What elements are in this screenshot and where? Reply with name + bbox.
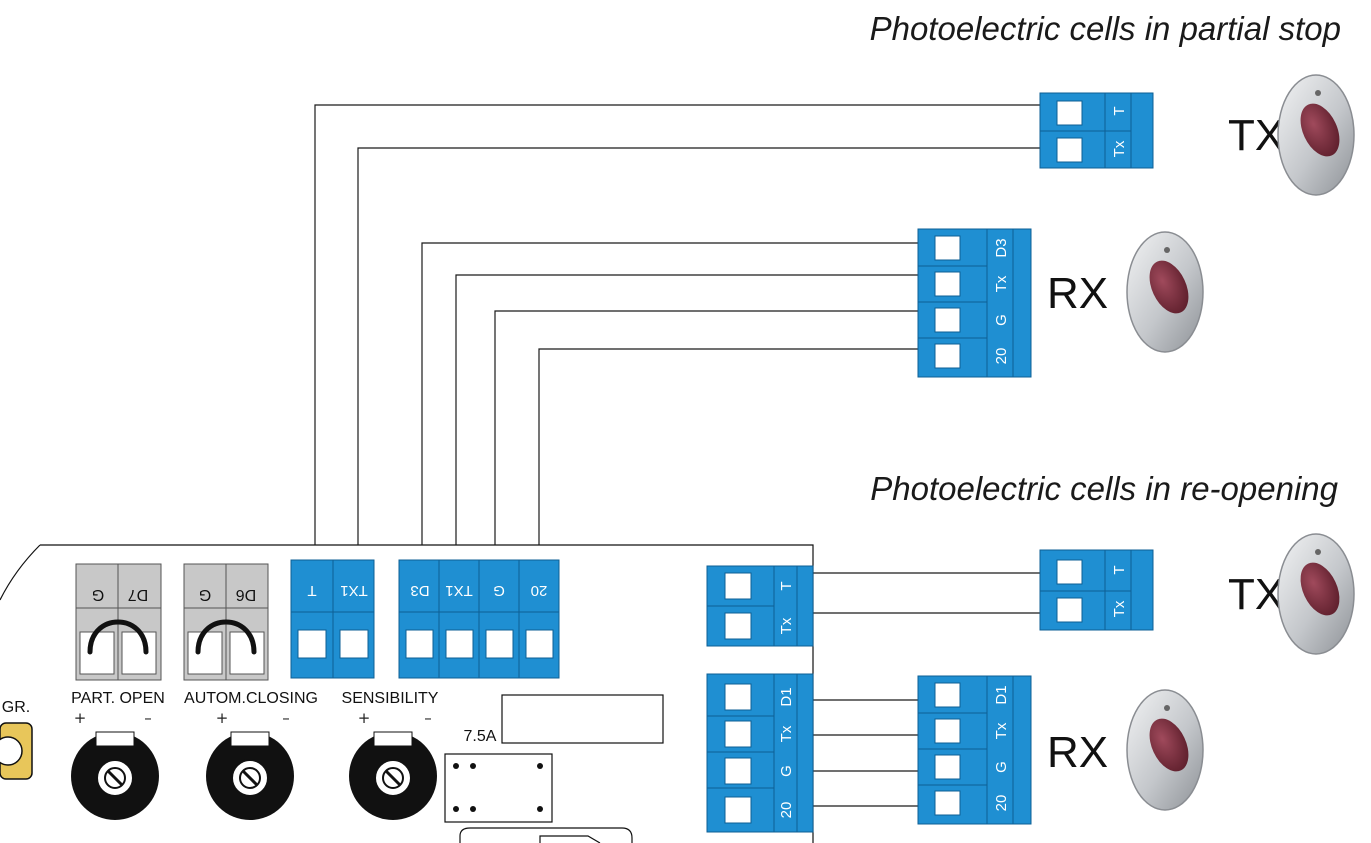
terminal-label-20: 20 (778, 802, 795, 819)
label-fuse-7-5a: 7.5A (464, 728, 497, 745)
board-d7-jumper-terminal: D7 G (75, 563, 162, 681)
minus-sign: – (144, 709, 152, 727)
plus-sign: + (74, 709, 87, 727)
terminal-label-t: T (1111, 565, 1128, 574)
gr-component (0, 722, 33, 780)
terminal-label-t: T (307, 582, 316, 599)
terminal-label-g: G (493, 582, 505, 599)
photocell-rx-bottom-icon (1126, 689, 1204, 811)
trimmer-part-open[interactable] (71, 731, 159, 820)
terminal-label-d1: D1 (993, 685, 1010, 704)
label-part-open: PART. OPEN (71, 690, 165, 707)
rx-terminal-block-bottom: D1 Tx G 20 (917, 675, 1032, 825)
terminal-label-d1: D1 (778, 687, 795, 706)
photocell-tx-top-icon (1277, 74, 1355, 196)
label-gr: GR. (2, 699, 30, 716)
wires-reopening (795, 572, 1045, 807)
terminal-label-tx1: TX1 (445, 582, 473, 599)
label-autom-closing: AUTOM.CLOSING (184, 690, 318, 707)
terminal-label-tx1: TX1 (340, 582, 368, 599)
terminal-label-d6: D6 (236, 586, 257, 603)
board-rx-terminal: D1 Tx G 20 (706, 673, 814, 833)
device-label-tx: TX (1228, 111, 1284, 160)
terminal-label-g: G (993, 761, 1010, 773)
plus-sign: + (216, 709, 229, 727)
terminal-label-d3: D3 (993, 238, 1010, 257)
label-sensibility: SENSIBILITY (342, 690, 439, 707)
minus-sign: – (282, 709, 290, 727)
terminal-label-t: T (778, 581, 795, 590)
board-d3-terminal: D3 TX1 G 20 (398, 559, 560, 679)
terminal-label-20: 20 (993, 795, 1010, 812)
terminal-label-tx: Tx (993, 722, 1010, 739)
terminal-label-t: T (1111, 106, 1128, 115)
title-reopening: Photoelectric cells in re-opening (870, 470, 1338, 507)
plus-sign: + (358, 709, 371, 727)
board-t-tx1-terminal: T TX1 (290, 559, 375, 679)
terminal-label-g: G (199, 586, 211, 603)
terminal-label-tx: Tx (778, 617, 795, 634)
terminal-label-d7: D7 (128, 586, 149, 603)
fuse-holder (501, 694, 664, 744)
trimmer-autom-closing[interactable] (206, 731, 294, 820)
rx-terminal-block-top: D3 Tx G 20 (917, 228, 1032, 378)
tx-terminal-block-bottom: T Tx (1039, 549, 1154, 631)
tx-terminal-block-top: T Tx (1039, 92, 1154, 169)
minus-sign: – (424, 709, 432, 727)
title-partial-stop: Photoelectric cells in partial stop (870, 10, 1341, 47)
relay-component (444, 753, 553, 823)
terminal-label-d3: D3 (410, 582, 429, 599)
terminal-label-20: 20 (993, 348, 1010, 365)
wires-partial-stop (314, 104, 1055, 545)
terminal-label-tx: Tx (1111, 140, 1128, 157)
terminal-label-tx: Tx (778, 725, 795, 742)
device-label-tx: TX (1228, 570, 1284, 619)
board-connector-partial (459, 827, 633, 843)
terminal-label-g: G (92, 586, 104, 603)
board-tx-terminal: T Tx (706, 565, 814, 647)
board-d6-jumper-terminal: D6 G (183, 563, 269, 681)
photocell-tx-bottom-icon (1277, 533, 1355, 655)
trimmer-sensibility[interactable] (349, 731, 437, 820)
terminal-label-tx: Tx (993, 275, 1010, 292)
device-label-rx: RX (1047, 269, 1108, 318)
terminal-label-tx: Tx (1111, 600, 1128, 617)
photocell-rx-top-icon (1126, 231, 1204, 353)
terminal-label-g: G (993, 314, 1010, 326)
device-label-rx: RX (1047, 728, 1108, 777)
terminal-label-g: G (778, 765, 795, 777)
terminal-label-20: 20 (531, 582, 548, 599)
